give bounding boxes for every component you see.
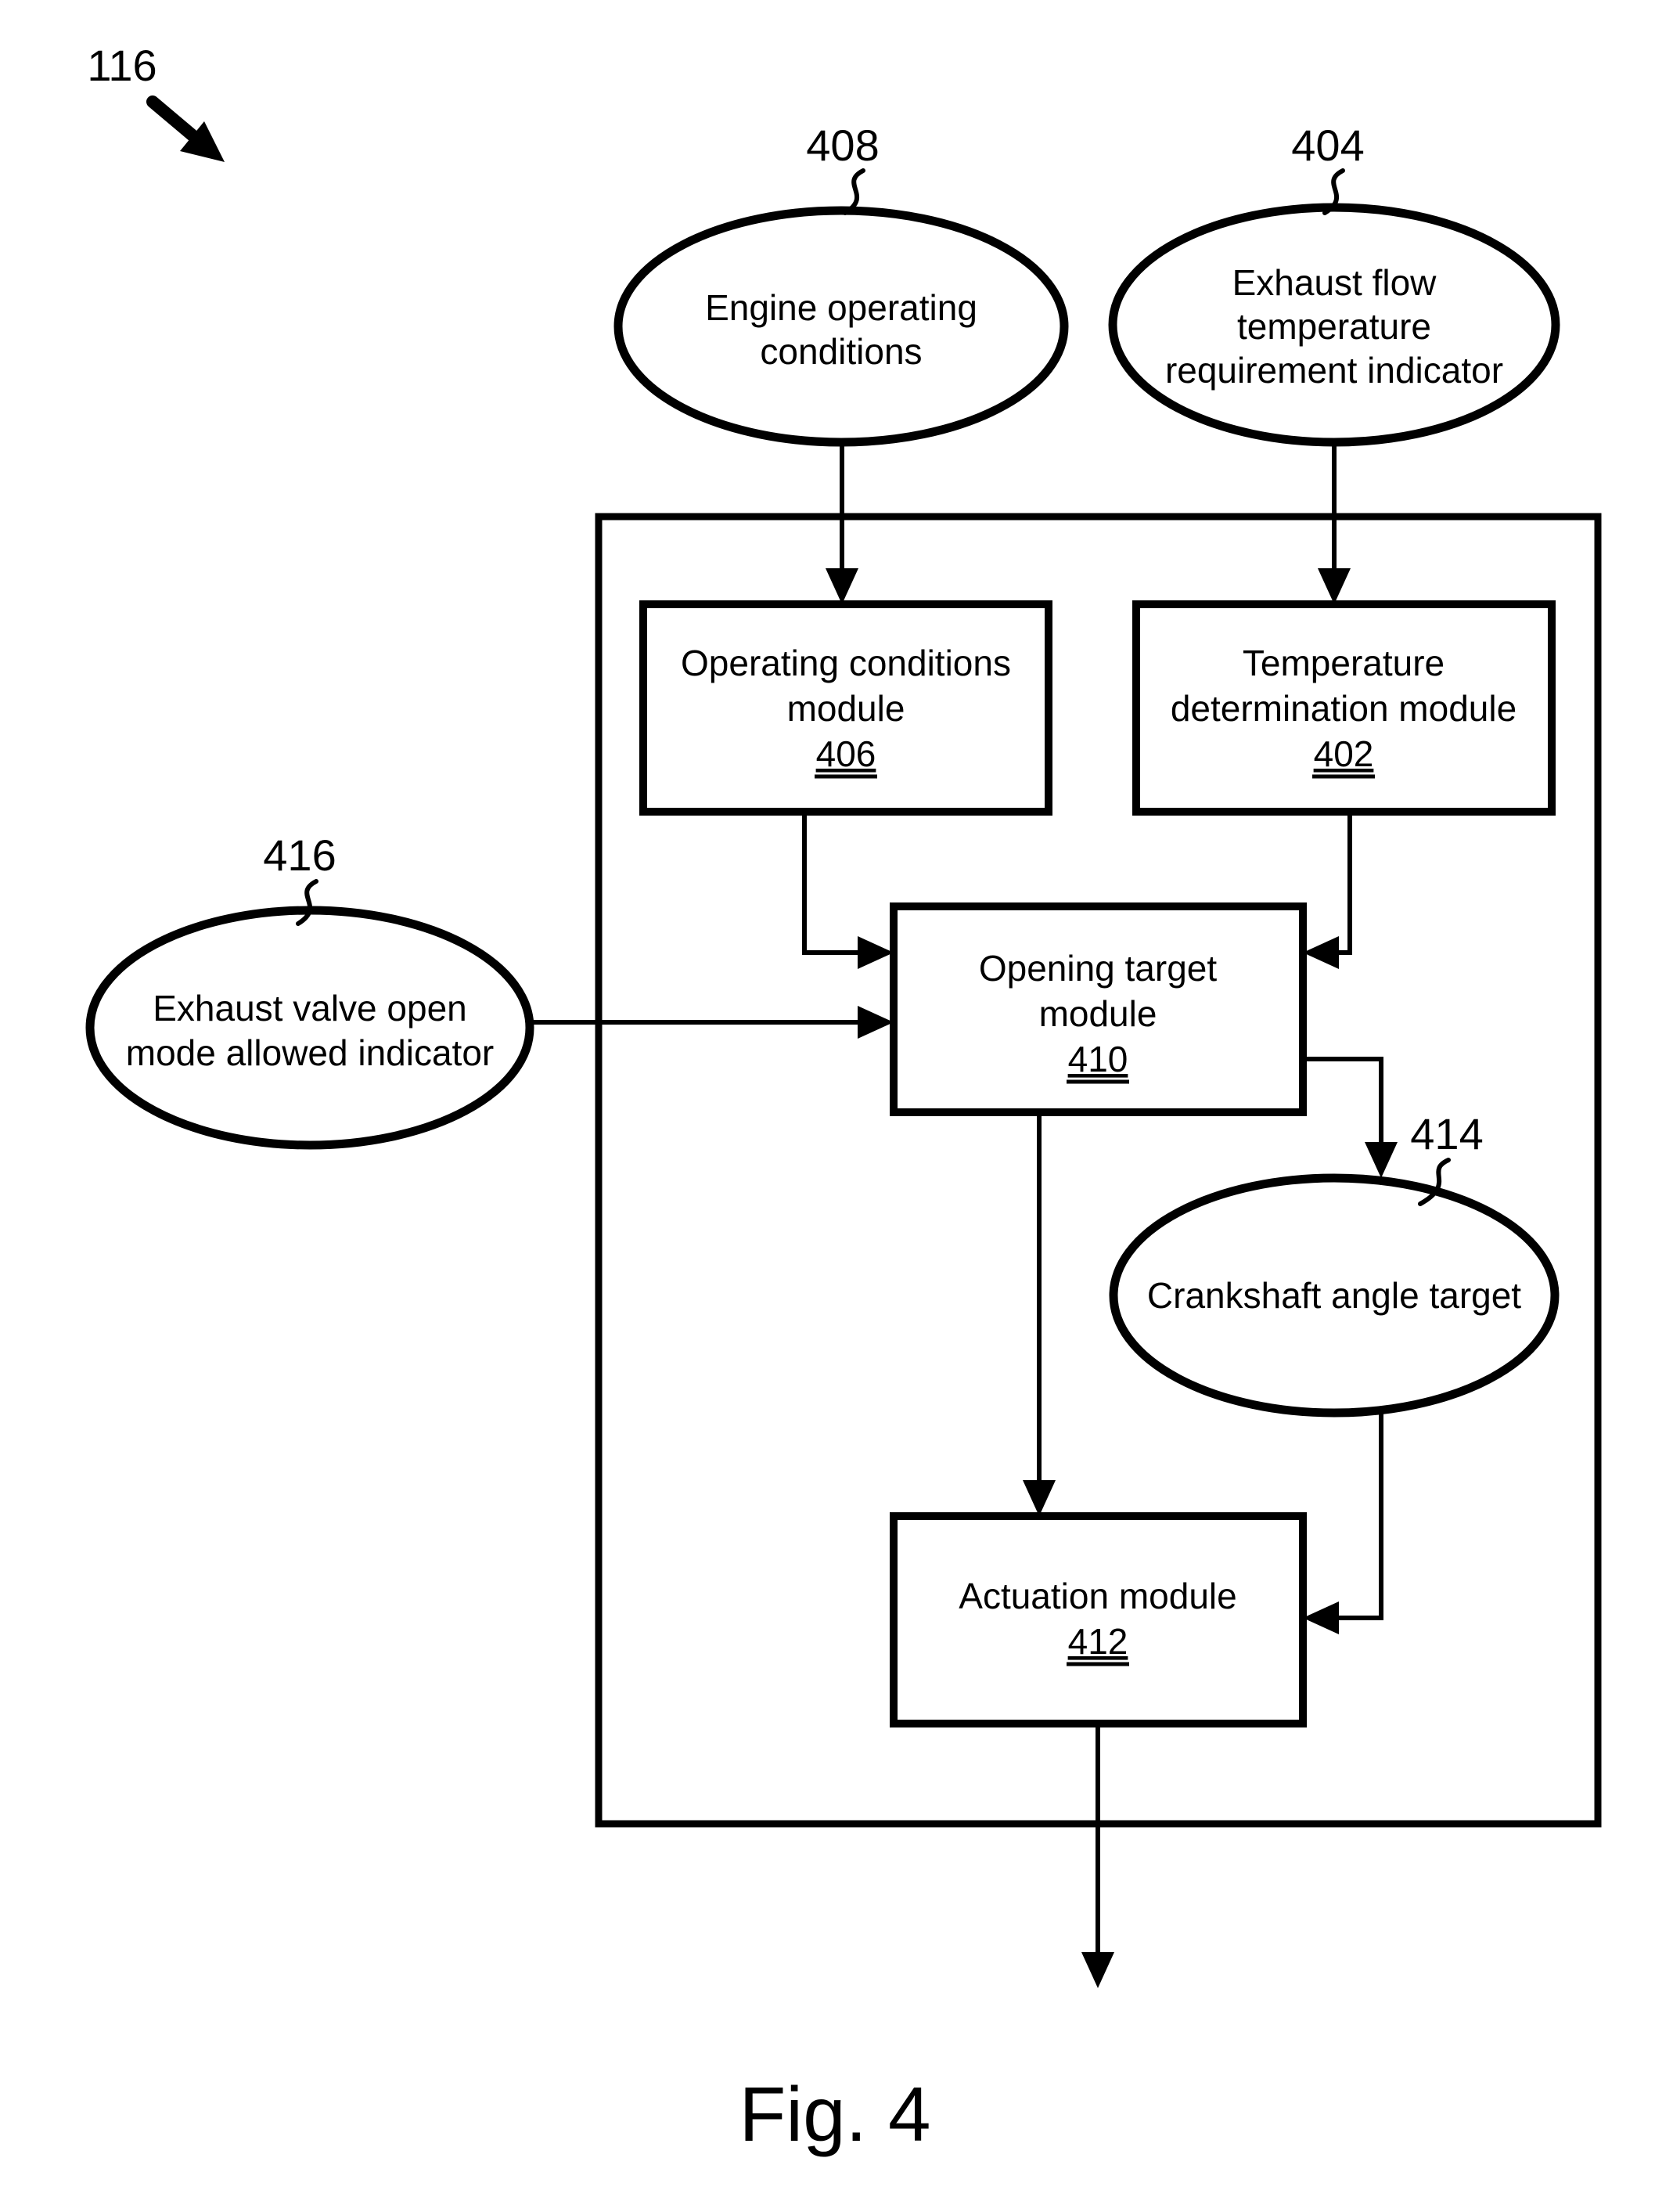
arrow-406-to-410 (802, 812, 858, 955)
arrowhead-412-output (1081, 1952, 1114, 1988)
arrow-414-to-412 (1339, 1409, 1383, 1620)
ref-404-label: 404 (1291, 121, 1364, 170)
ref-410-label: 410 (1068, 1039, 1128, 1079)
node-exhaust-flow-temp: Exhaust flow temperature requirement ind… (1108, 121, 1560, 447)
ref-116-label: 116 (87, 41, 157, 90)
ref-416-label: 416 (263, 830, 336, 880)
squiggle-414 (1418, 1158, 1451, 1206)
arrow-410-to-414 (1303, 1057, 1383, 1142)
ref-408-label: 408 (806, 121, 879, 170)
arrowhead-416-to-410 (858, 1006, 894, 1039)
node-label-line: Opening target (979, 948, 1218, 989)
arrow-402-to-410 (1339, 812, 1352, 955)
node-crankshaft-angle-target: Crankshaft angle target 414 (1109, 1109, 1560, 1418)
ref-402-label: 402 (1314, 733, 1374, 774)
node-opening-target-module: Opening target module 410 (890, 902, 1307, 1116)
node-label-line: determination module (1171, 688, 1516, 729)
node-exhaust-valve-open: Exhaust valve open mode allowed indicato… (85, 830, 534, 1150)
node-label-line: module (787, 688, 905, 729)
node-label-line: conditions (760, 331, 922, 372)
ref-406-label: 406 (816, 733, 876, 774)
ref-412-label: 412 (1068, 1621, 1128, 1662)
node-label-line: temperature (1237, 306, 1431, 347)
connectors (530, 438, 1398, 1988)
node-actuation-module: Actuation module 412 (890, 1512, 1307, 1727)
box-opening-target-module (890, 902, 1307, 1116)
node-temperature-determination-module: Temperature determination module 402 (1132, 600, 1556, 816)
node-label-line: module (1039, 993, 1157, 1034)
ref-414-label: 414 (1410, 1109, 1483, 1158)
arrowhead-414-to-412 (1303, 1601, 1339, 1634)
node-label-line: Exhaust flow (1232, 262, 1437, 303)
node-operating-conditions-module: Operating conditions module 406 (639, 600, 1052, 816)
node-label-line: Operating conditions (681, 643, 1011, 683)
ref-116-arrowhead (180, 121, 225, 162)
node-engine-operating-conditions: Engine operating conditions 408 (613, 121, 1069, 447)
ellipse-engine-operating-conditions (613, 206, 1069, 447)
node-label-line: mode allowed indicator (126, 1032, 495, 1073)
arrowhead-404-to-402 (1318, 568, 1351, 604)
node-label-line: Actuation module (959, 1576, 1236, 1616)
arrowhead-402-to-410 (1303, 936, 1339, 969)
arrowhead-410-to-414 (1365, 1142, 1398, 1178)
ellipse-crankshaft-angle-target (1109, 1173, 1560, 1418)
node-label-line: Temperature (1243, 643, 1445, 683)
node-label-line: Engine operating (705, 287, 977, 328)
node-label-line: Crankshaft angle target (1147, 1275, 1521, 1316)
figure-caption: Fig. 4 (739, 2071, 930, 2157)
squiggle-416 (296, 879, 318, 926)
arrowhead-410-to-412 (1023, 1480, 1056, 1516)
squiggle-408 (843, 168, 865, 215)
box-actuation-module (890, 1512, 1307, 1727)
arrowhead-406-to-410 (858, 936, 894, 969)
node-label-line: Exhaust valve open (153, 988, 467, 1029)
ref-116-lead-line (146, 95, 203, 146)
node-label-line: requirement indicator (1165, 350, 1503, 391)
arrowhead-408-to-406 (826, 568, 858, 604)
figure-ref-116: 116 (87, 41, 225, 162)
squiggle-404 (1322, 168, 1345, 215)
